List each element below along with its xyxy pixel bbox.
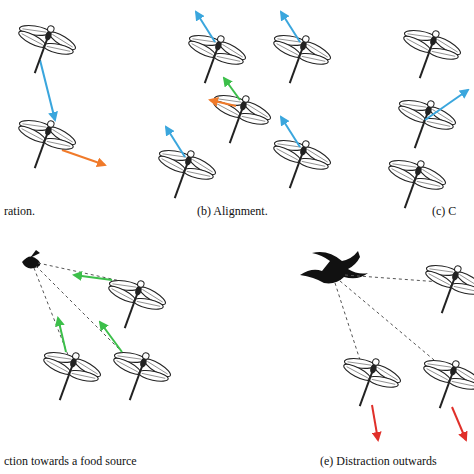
enemy-bird (300, 251, 368, 283)
dragonfly (331, 349, 406, 417)
sight-line (345, 275, 440, 282)
panel-caption: (e) Distraction outwards (318, 454, 439, 468)
dragonfly (146, 141, 221, 209)
food-source (22, 250, 40, 268)
dragonfly (261, 26, 336, 94)
force-arrow (196, 12, 215, 42)
force-arrow (74, 275, 112, 280)
force-arrow (210, 100, 236, 106)
dragonfly (6, 16, 81, 84)
dragonfly (176, 26, 251, 94)
panel-caption: (b) Alignment. (195, 204, 270, 218)
force-arrow (166, 127, 185, 157)
dragonfly (96, 271, 171, 339)
dragonfly (386, 91, 461, 159)
sight-line (38, 263, 130, 283)
sight-line (340, 281, 440, 365)
panel-caption: ction towards a food source (2, 454, 139, 468)
panel-caption: ration. (2, 204, 37, 218)
sight-line (335, 283, 360, 360)
dragonfly (31, 343, 106, 411)
force-arrow (58, 318, 66, 352)
dragonfly (6, 111, 81, 179)
sight-line (34, 268, 70, 360)
dragonfly (413, 256, 474, 324)
dragonfly (101, 343, 176, 411)
dragonfly (411, 351, 474, 419)
force-arrow (100, 322, 122, 352)
force-arrow (281, 12, 300, 42)
force-arrow (425, 90, 468, 120)
force-arrow (62, 150, 105, 165)
force-arrow (40, 60, 55, 120)
force-arrow (452, 407, 466, 440)
dragonfly (391, 21, 466, 89)
force-arrow (372, 405, 378, 440)
dragonfly (261, 131, 336, 199)
panel-caption: (c) C (430, 204, 458, 218)
force-arrow (224, 78, 240, 100)
force-arrow (281, 117, 300, 147)
dragonfly (201, 86, 276, 154)
